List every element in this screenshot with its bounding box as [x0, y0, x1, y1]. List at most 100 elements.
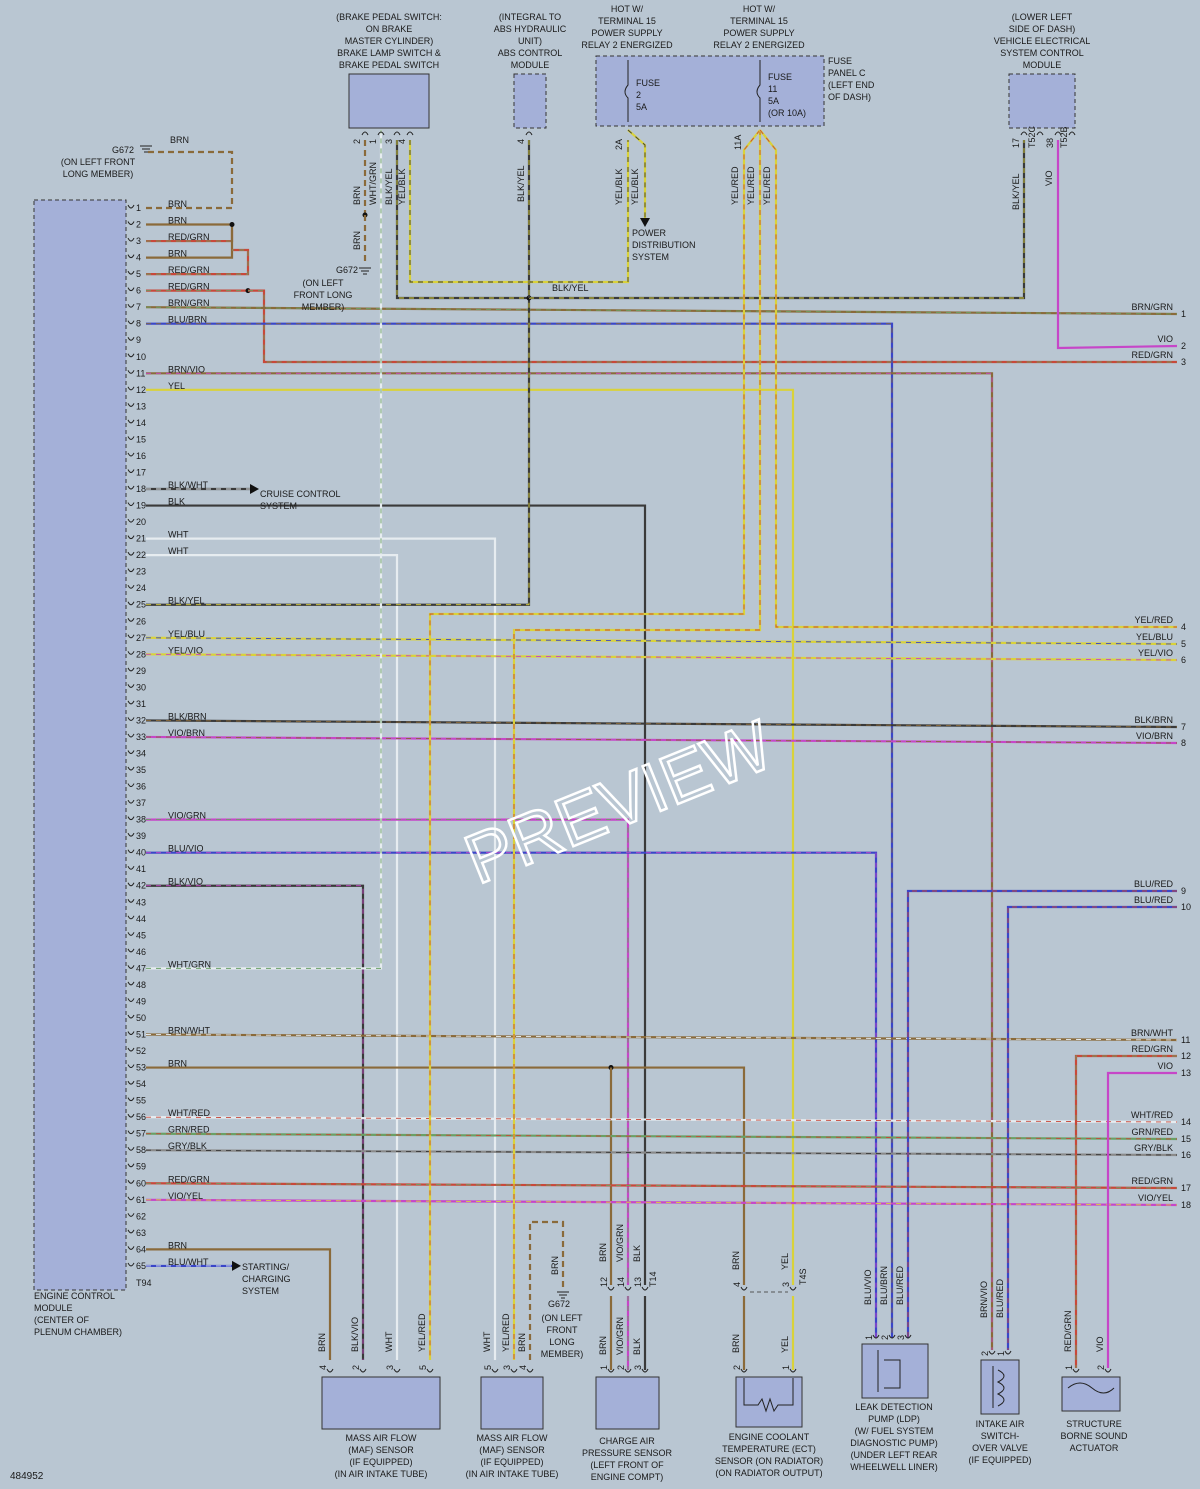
right-connector-number-15: 15 [1181, 1134, 1191, 1144]
right-connector-color-1: BRN/GRN [1131, 302, 1173, 312]
ecm-connector-id: T94 [136, 1278, 152, 1288]
ecm-pin-mark-10 [127, 353, 135, 358]
maf2-pin-mark-3 [526, 1368, 534, 1373]
wire-splice-to-vesc-stripe [529, 140, 1025, 299]
ecm-pin-number-57: 57 [136, 1129, 146, 1139]
ecm-pin-color-2: BRN [168, 216, 187, 226]
wire-fuse11-to-conn4 [759, 129, 1177, 629]
cap-upper-wire-color-1: BRN [598, 1243, 608, 1262]
ecm-pin-number-24: 24 [136, 583, 146, 593]
g672-low-label-line-4: MEMBER) [541, 1349, 584, 1359]
wire-pin6-to-conn3-stripe [248, 290, 1177, 363]
ecm-pin-number-10: 10 [136, 352, 146, 362]
iasv-wire-color-1: BRN/VIO [979, 1281, 989, 1318]
ecm-pin-mark-9 [127, 337, 135, 341]
cap-connector-id: T14 [648, 1271, 658, 1287]
right-connector-color-16: GRY/BLK [1134, 1143, 1173, 1153]
maf2-sensor-label-line-3: (IF EQUIPPED) [480, 1457, 543, 1467]
cap-conn-mark-3 [641, 1286, 649, 1291]
ldp-motor-icon [877, 1350, 901, 1392]
ecm-pin-number-44: 44 [136, 914, 146, 924]
wire-pin38-to-cap-stripe [146, 819, 629, 1285]
vesc-pin-1: 17 [1011, 138, 1021, 148]
ecm-pin-number-43: 43 [136, 897, 146, 907]
ecm-pin-number-5: 5 [136, 269, 141, 279]
ldp-pin-2: 2 [880, 1335, 890, 1340]
vesc-module-label-line-5: MODULE [1023, 60, 1062, 70]
ect-conn-pin-1: 4 [732, 1282, 742, 1287]
right-connector-number-16: 16 [1181, 1150, 1191, 1160]
ecm-pin-mark-7 [127, 303, 135, 308]
fuse11-label-line-1: FUSE [768, 72, 792, 82]
iasv-body [980, 1359, 1020, 1415]
right-connector-number-17: 17 [1181, 1183, 1191, 1193]
maf1-sensor-label-line-2: (MAF) SENSOR [348, 1445, 414, 1455]
ecm-pin-mark-28 [127, 651, 135, 655]
brake-switch-body [348, 73, 430, 129]
brake-switch-label-line-3: MASTER CYLINDER) [345, 36, 434, 46]
brake-switch-label-line-5: BRAKE PEDAL SWITCH [339, 60, 439, 70]
ecm-pin-number-2: 2 [136, 220, 141, 230]
ect-pin-mark-1 [740, 1368, 748, 1373]
power-dist-label-line-2: DISTRIBUTION [632, 240, 696, 250]
ecm-pin-mark-62 [127, 1213, 135, 1217]
right-connector-number-9: 9 [1181, 886, 1186, 896]
ecm-pin-color-47: WHT/GRN [168, 959, 211, 969]
iasv-pin-mark-1 [988, 1350, 996, 1355]
brake-pin-4: 4 [397, 139, 407, 144]
ecm-pin-mark-33 [127, 733, 135, 738]
ecm-pin-color-25: BLK/YEL [168, 596, 205, 606]
brake-switch-label-line-1: (BRAKE PEDAL SWITCH: [336, 12, 442, 22]
fuse2-hot-label-line-4: RELAY 2 ENERGIZED [581, 40, 673, 50]
abs-module-label-line-3: UNIT) [518, 36, 542, 46]
right-connector-number-3: 3 [1181, 357, 1186, 367]
fuse2-label-line-1: FUSE [636, 78, 660, 88]
wire-pin32-to-conn7-stripe [145, 719, 1178, 728]
ldp-label-line-5: (UNDER LEFT REAR [851, 1450, 938, 1460]
ldp-pin-mark-2 [888, 1334, 896, 1339]
fuse2-wire-color-2: YEL/BLK [630, 168, 640, 205]
ecm-pin-mark-20 [127, 518, 135, 523]
right-connector-number-12: 12 [1181, 1051, 1191, 1061]
cap-conn-pin-1: 12 [599, 1277, 609, 1287]
ecm-pin-number-56: 56 [136, 1112, 146, 1122]
sbsa-wire-color-2: VIO [1095, 1336, 1105, 1352]
wire-pin51-to-conn11-stripe [145, 1034, 1178, 1041]
ecm-pin-number-55: 55 [136, 1096, 146, 1106]
abs-wire-color: BLK/YEL [516, 165, 526, 202]
ecm-pin-mark-13 [127, 403, 135, 407]
ecm-pin-number-26: 26 [136, 616, 146, 626]
cap-sensor-label-line-4: ENGINE COMPT) [591, 1472, 664, 1482]
g672-low-label-line-2: FRONT [547, 1325, 578, 1335]
brake-pin-mark-1 [377, 131, 385, 136]
wire-conn13-to-sbsa [1106, 1071, 1177, 1368]
starting-label-line-3: SYSTEM [242, 1286, 279, 1296]
preview-watermark: PREVIEW [454, 705, 783, 898]
right-connector-color-13: VIO [1157, 1061, 1173, 1071]
right-connector-color-18: VIO/YEL [1138, 1193, 1173, 1203]
cap-conn-mark-1 [607, 1286, 615, 1291]
wire-pin64-to-maf1 [146, 1248, 332, 1360]
ecm-pin-number-50: 50 [136, 1013, 146, 1023]
ecm-pin-mark-23 [127, 568, 135, 573]
cap-wire-color-2: VIO/GRN [615, 1317, 625, 1355]
iasv-pin-2: 1 [996, 1351, 1006, 1356]
maf2-sensor-label-line-2: (MAF) SENSOR [479, 1445, 545, 1455]
ecm-pin-color-56: WHT/RED [168, 1108, 210, 1118]
fuse2-hot-label-line-2: TERMINAL 15 [598, 16, 656, 26]
iasv-label-line-3: OVER VALVE [972, 1443, 1028, 1453]
ecm-pin-mark-65 [127, 1262, 135, 1267]
ect-sensor-label-line-4: (ON RADIATOR OUTPUT) [715, 1468, 822, 1478]
right-connector-color-12: RED/GRN [1131, 1044, 1173, 1054]
wire-pin61-to-conn18-stripe [145, 1199, 1178, 1206]
ecm-pin-number-33: 33 [136, 732, 146, 742]
right-connector-color-10: BLU/RED [1134, 895, 1174, 905]
g672-low-wire-color: BRN [550, 1256, 560, 1275]
brake-pin-1: 1 [368, 139, 378, 144]
maf2-pin-mark-1 [491, 1368, 499, 1373]
fuse11-label-line-4: (OR 10A) [768, 108, 806, 118]
sbsa-label-line-1: STRUCTURE [1066, 1419, 1122, 1429]
ldp-label-line-1: LEAK DETECTION [855, 1402, 933, 1412]
cap-pin-1: 1 [599, 1365, 609, 1370]
wire-vesc-to-conn2 [1056, 140, 1178, 350]
